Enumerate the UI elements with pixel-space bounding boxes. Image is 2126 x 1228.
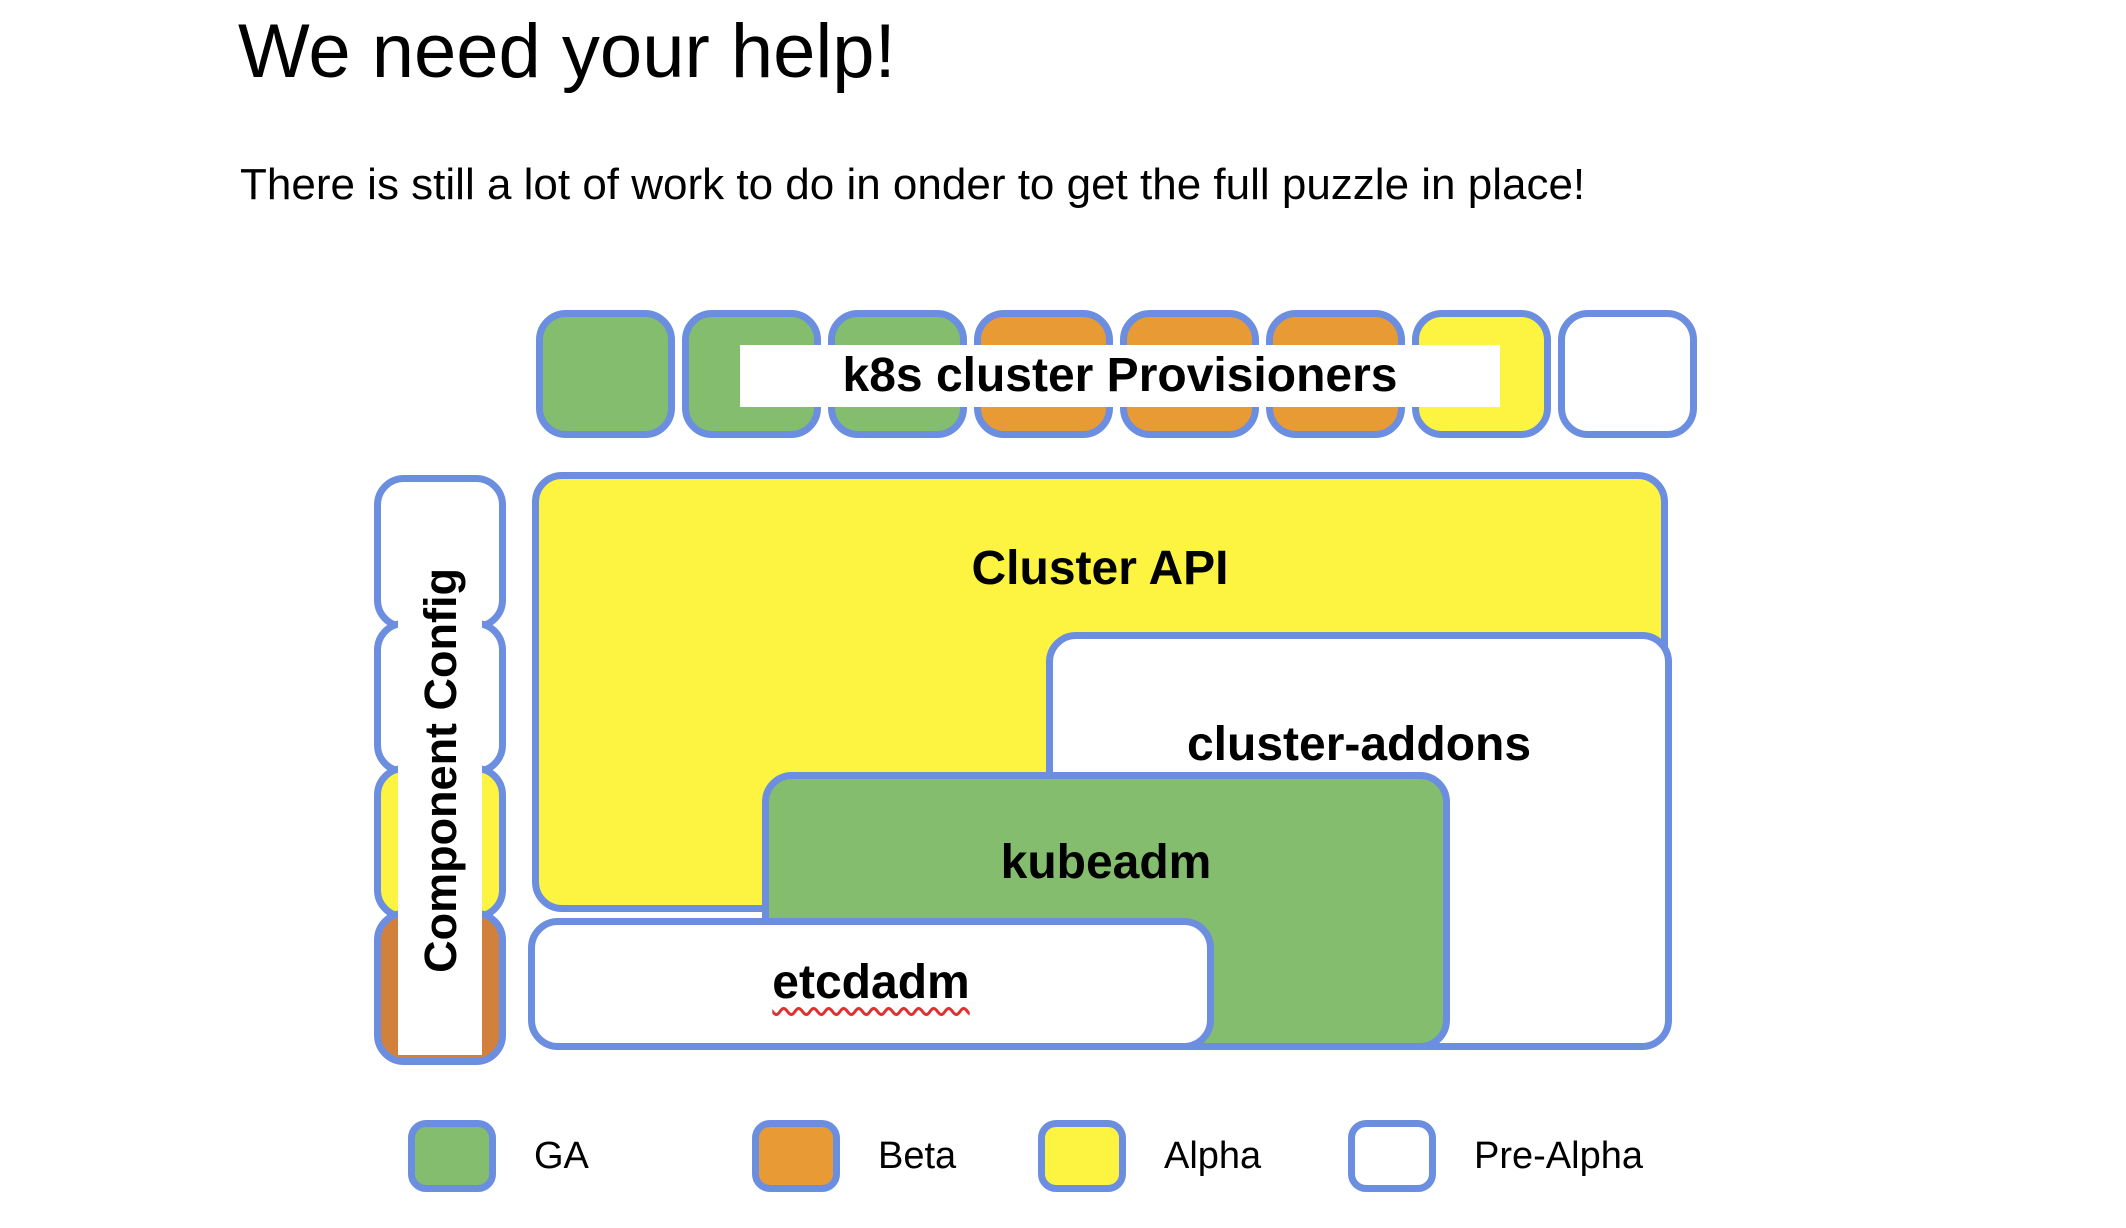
legend-item-pre-alpha: Pre-Alpha (1348, 1120, 1643, 1192)
etcdadm-label: etcdadm (535, 955, 1207, 1010)
legend-item-beta: Beta (752, 1120, 956, 1192)
component-config-banner: Component Config (398, 485, 482, 1055)
legend-label-alpha: Alpha (1164, 1135, 1262, 1177)
legend-label-beta: Beta (878, 1135, 957, 1177)
etcdadm-label-text: etcdadm (772, 956, 970, 1009)
component-config-text: Component Config (414, 567, 466, 973)
legend-swatch-ga (408, 1120, 496, 1192)
cluster-addons-label: cluster-addons (1186, 718, 1532, 771)
legend-swatch-pre-alpha (1348, 1120, 1436, 1192)
provisioner-cell-1 (536, 310, 675, 438)
legend-label-ga: GA (534, 1135, 589, 1177)
provisioner-cell-8 (1558, 310, 1697, 438)
kubeadm-label: kubeadm (1000, 836, 1212, 889)
cluster-api-label: Cluster API (971, 542, 1229, 595)
legend-item-ga: GA (408, 1120, 589, 1192)
k8s-cluster-provisioners-banner: k8s cluster Provisioners (740, 345, 1500, 407)
legend-item-alpha: Alpha (1038, 1120, 1261, 1192)
page-title: We need your help! (238, 9, 896, 94)
legend-label-pre-alpha: Pre-Alpha (1474, 1135, 1643, 1177)
legend-swatch-alpha (1038, 1120, 1126, 1192)
etcdadm-box: etcdadm (528, 918, 1214, 1050)
page-subtitle: There is still a lot of work to do in on… (240, 160, 1586, 209)
k8s-cluster-provisioners-label: k8s cluster Provisioners (842, 349, 1398, 402)
legend-swatch-beta (752, 1120, 840, 1192)
